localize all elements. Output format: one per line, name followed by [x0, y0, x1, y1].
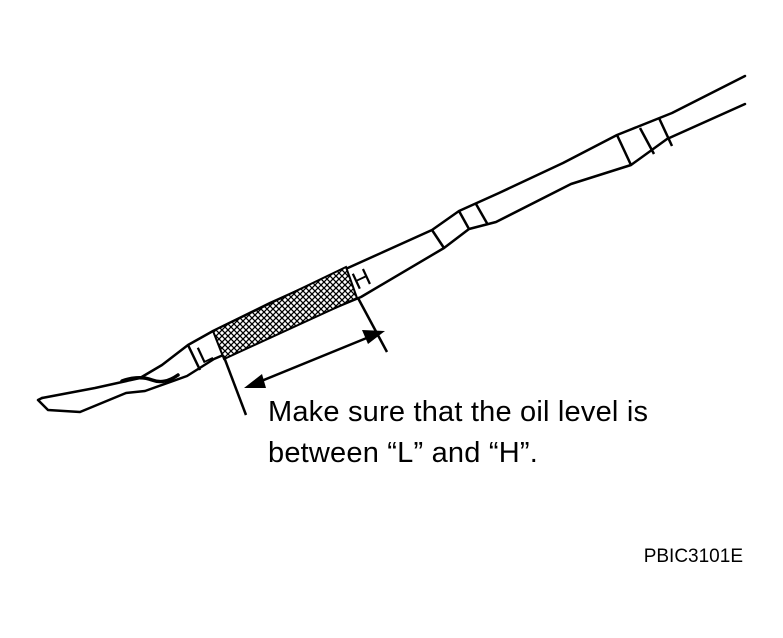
level-dimension: [222, 297, 389, 416]
rod-lower-edge: [36, 102, 747, 414]
dimension-arrow-shaft: [253, 333, 375, 386]
instruction-caption: Make sure that the oil level is between …: [268, 392, 648, 474]
caption-line-2: between “L” and “H”.: [268, 437, 538, 469]
figure-code: PBIC3101E: [643, 546, 743, 567]
arrow-head-high: [362, 330, 385, 344]
rod-ring-marks: [186, 117, 674, 371]
extension-line-high: [356, 297, 389, 353]
extension-line-low: [222, 356, 248, 416]
knurled-band: [211, 265, 359, 361]
dipstick: [36, 74, 747, 414]
caption-line-1: Make sure that the oil level is: [268, 396, 649, 428]
arrow-head-low: [244, 374, 266, 388]
tip-wire: [120, 373, 180, 384]
rod-upper-edge: [40, 74, 747, 400]
